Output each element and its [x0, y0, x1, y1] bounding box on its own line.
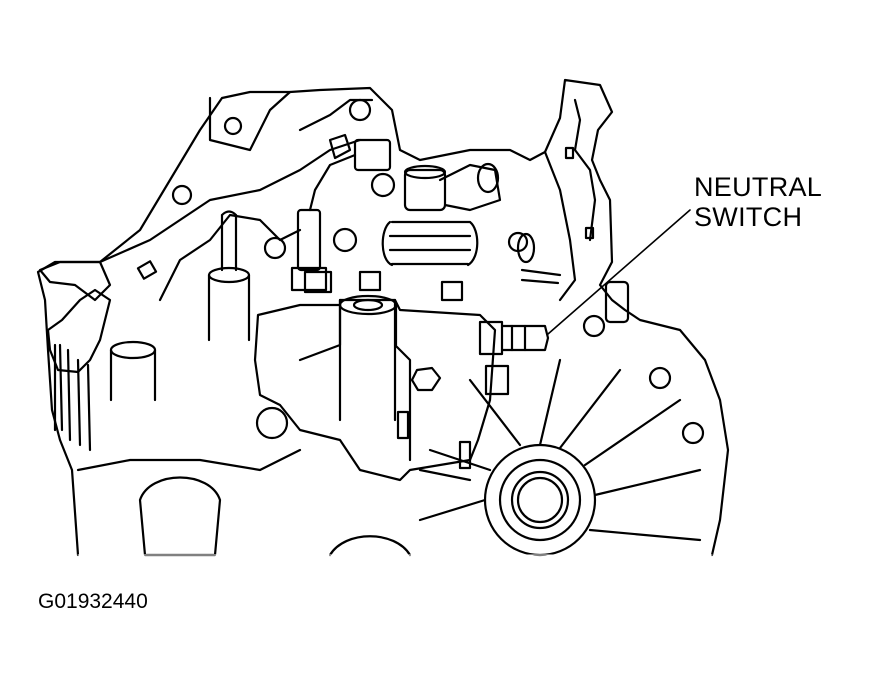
lever-knob — [478, 164, 498, 192]
spring-cap — [405, 170, 445, 210]
left-bracket — [40, 262, 110, 300]
transaxle-housing-outline — [38, 80, 728, 555]
lower-left-boss — [111, 342, 155, 358]
lower-contour — [78, 450, 470, 480]
neutral-switch — [480, 322, 548, 354]
bolt-hole — [257, 408, 287, 438]
lower-cutout — [330, 536, 410, 555]
sensor-nut — [292, 268, 326, 290]
figure-id: G01932440 — [38, 590, 148, 613]
output-seal-bore — [518, 478, 562, 522]
sensor-stem — [298, 210, 320, 270]
bolt-hole — [584, 316, 604, 336]
bolt-hole — [334, 229, 356, 251]
shift-block — [255, 300, 495, 480]
callout-leader — [548, 210, 690, 334]
bolt-head — [486, 366, 508, 394]
bracket-slot — [566, 148, 573, 158]
callout-line-1: NEUTRAL — [694, 172, 823, 202]
case-rib-3 — [210, 92, 290, 150]
bolt-head — [398, 412, 408, 438]
spring-cap-top — [405, 166, 445, 178]
bolt-hole — [173, 186, 191, 204]
right-stud-cap — [518, 234, 534, 262]
neutral-switch-label: NEUTRAL SWITCH — [694, 172, 822, 232]
bracket-slot — [586, 228, 593, 238]
case-rib-6 — [575, 100, 595, 240]
bolt-head — [412, 368, 440, 390]
case-rib-5 — [545, 152, 575, 300]
bolt-hole — [372, 174, 394, 196]
shaft-left-body — [209, 275, 249, 340]
center-boss-body — [340, 305, 396, 345]
bolt-hole — [225, 118, 241, 134]
bolt-head — [360, 272, 380, 290]
harness-connector — [355, 140, 390, 170]
case-rib-4 — [300, 100, 372, 130]
harness-wire — [310, 155, 355, 210]
shift-spring — [383, 222, 478, 265]
bolt-head — [305, 272, 331, 292]
right-stud — [522, 270, 560, 283]
bolt-hole — [265, 238, 285, 258]
lower-left-boss-body — [111, 350, 155, 400]
center-boss-top — [340, 296, 396, 314]
bolt-head — [460, 442, 470, 468]
housing-ribs — [420, 360, 700, 540]
right-pin — [606, 282, 628, 322]
callout-line-2: SWITCH — [694, 202, 803, 232]
lower-cutout — [140, 478, 220, 556]
left-flange-fins — [55, 345, 90, 450]
bracket-slot — [138, 261, 156, 278]
bolt-hole — [350, 100, 370, 120]
output-seal-mid — [500, 460, 580, 540]
output-seal-inner — [512, 472, 568, 528]
shaft-left — [222, 212, 236, 271]
case-rib-1 — [100, 140, 360, 262]
shift-block-face — [300, 300, 410, 460]
bolt-hole — [650, 368, 670, 388]
shaft-left-base — [209, 268, 249, 282]
output-seal-outer — [485, 445, 595, 555]
center-boss-hole — [354, 300, 382, 310]
bolt-hole — [683, 423, 703, 443]
clip — [330, 135, 350, 158]
shift-lever — [440, 165, 500, 210]
bolt-head — [442, 282, 462, 300]
